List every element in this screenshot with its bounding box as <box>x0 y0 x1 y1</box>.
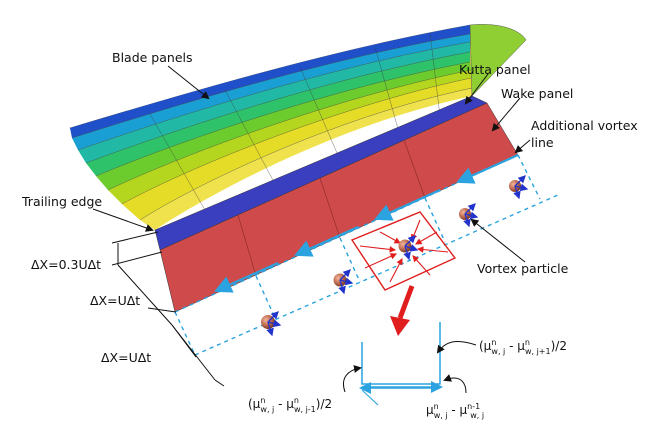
zoom-arrow <box>390 285 415 336</box>
zoomed-wake-detail <box>359 322 443 406</box>
label-vortex-particle: Vortex particle <box>477 261 569 276</box>
label-dx-2: ΔX=UΔt <box>90 293 140 308</box>
vortex-particle <box>261 311 282 337</box>
label-trailing-edge: Trailing edge <box>21 194 102 209</box>
label-wake-panel: Wake panel <box>501 86 573 101</box>
particle-influence-box <box>350 211 457 291</box>
label-additional-vortex-line-1: Additional vortex <box>531 118 638 133</box>
wake-panel-divisions <box>237 139 426 277</box>
dimension-lines <box>111 231 225 387</box>
blade-panels-surface <box>69 24 527 231</box>
label-blade-panels: Blade panels <box>112 50 193 65</box>
label-additional-vortex-line-2: line <box>531 135 554 150</box>
vortex-particle <box>333 269 354 295</box>
vortex-particle <box>398 235 419 261</box>
vortex-particle <box>459 203 479 228</box>
label-kutta-panel: Kutta panel <box>459 62 531 77</box>
label-dx-3: ΔX=UΔt <box>101 350 151 365</box>
label-dx-1: ΔX=0.3UΔt <box>31 257 101 272</box>
vortex-particle <box>509 175 529 200</box>
vortex-particles <box>261 175 529 337</box>
leader-lines <box>92 65 531 394</box>
